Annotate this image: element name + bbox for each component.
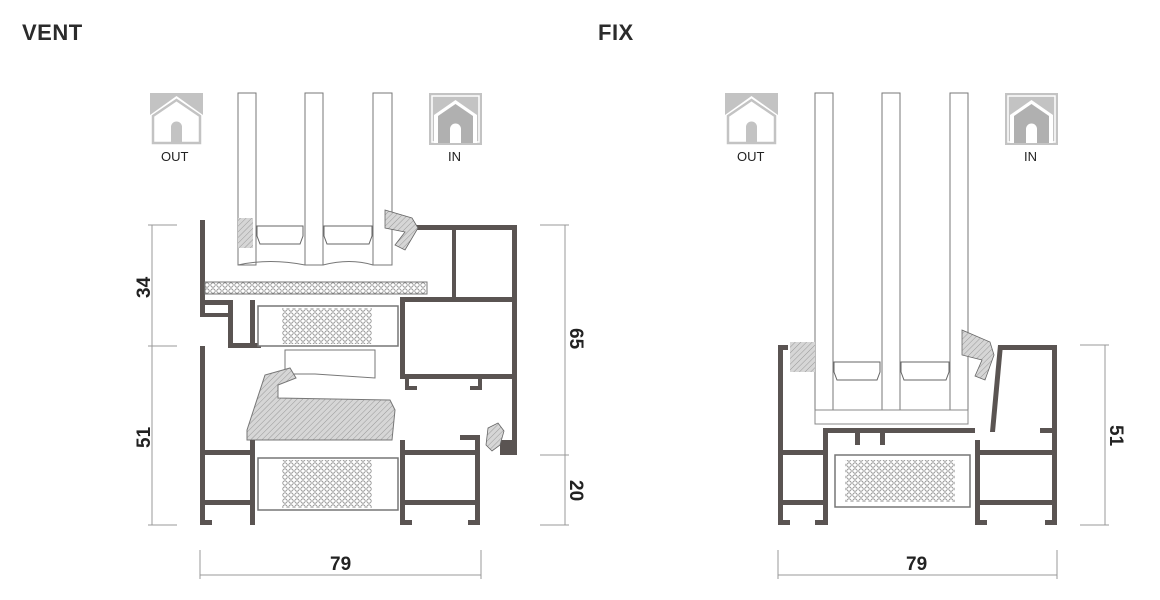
dim-65: 65 (565, 328, 586, 350)
frame-profile (200, 346, 480, 525)
fix-out-label: OUT (737, 149, 765, 164)
insulation-strip (204, 281, 428, 295)
dim-79: 79 (330, 554, 351, 575)
sash-profile (200, 220, 517, 455)
vent-in-label: IN (448, 149, 461, 164)
fix-title: FIX (598, 20, 634, 45)
inside-house-icon (429, 93, 482, 145)
dim-51: 51 (1105, 425, 1126, 447)
inside-house-icon (1005, 93, 1058, 145)
vent-out-label: OUT (161, 149, 189, 164)
vent-title: VENT (22, 20, 83, 45)
drainage-gasket (246, 367, 396, 441)
foam-core-lower (282, 460, 372, 508)
fix-dimensions: 51 79 (777, 344, 1126, 579)
dim-51: 51 (134, 426, 155, 448)
dim-34: 34 (134, 276, 155, 298)
foam-core (845, 460, 955, 502)
foam-core-upper (282, 308, 372, 344)
fix-in-label: IN (1024, 149, 1037, 164)
outside-house-icon (725, 93, 778, 145)
dim-20: 20 (565, 480, 586, 501)
inner-gasket (384, 209, 419, 251)
dim-79: 79 (906, 554, 927, 575)
outside-house-icon (150, 93, 203, 145)
inner-gasket (961, 329, 995, 381)
fix-frame-profile (778, 345, 1057, 525)
fix-drawing: OUT IN (725, 92, 1126, 579)
outer-gasket (790, 342, 815, 372)
vent-drawing: OUT IN (134, 92, 586, 579)
glazing (237, 92, 393, 266)
vent-dimensions: 34 51 65 20 79 (134, 224, 586, 579)
glazing (814, 92, 969, 425)
outer-gasket (238, 218, 253, 248)
